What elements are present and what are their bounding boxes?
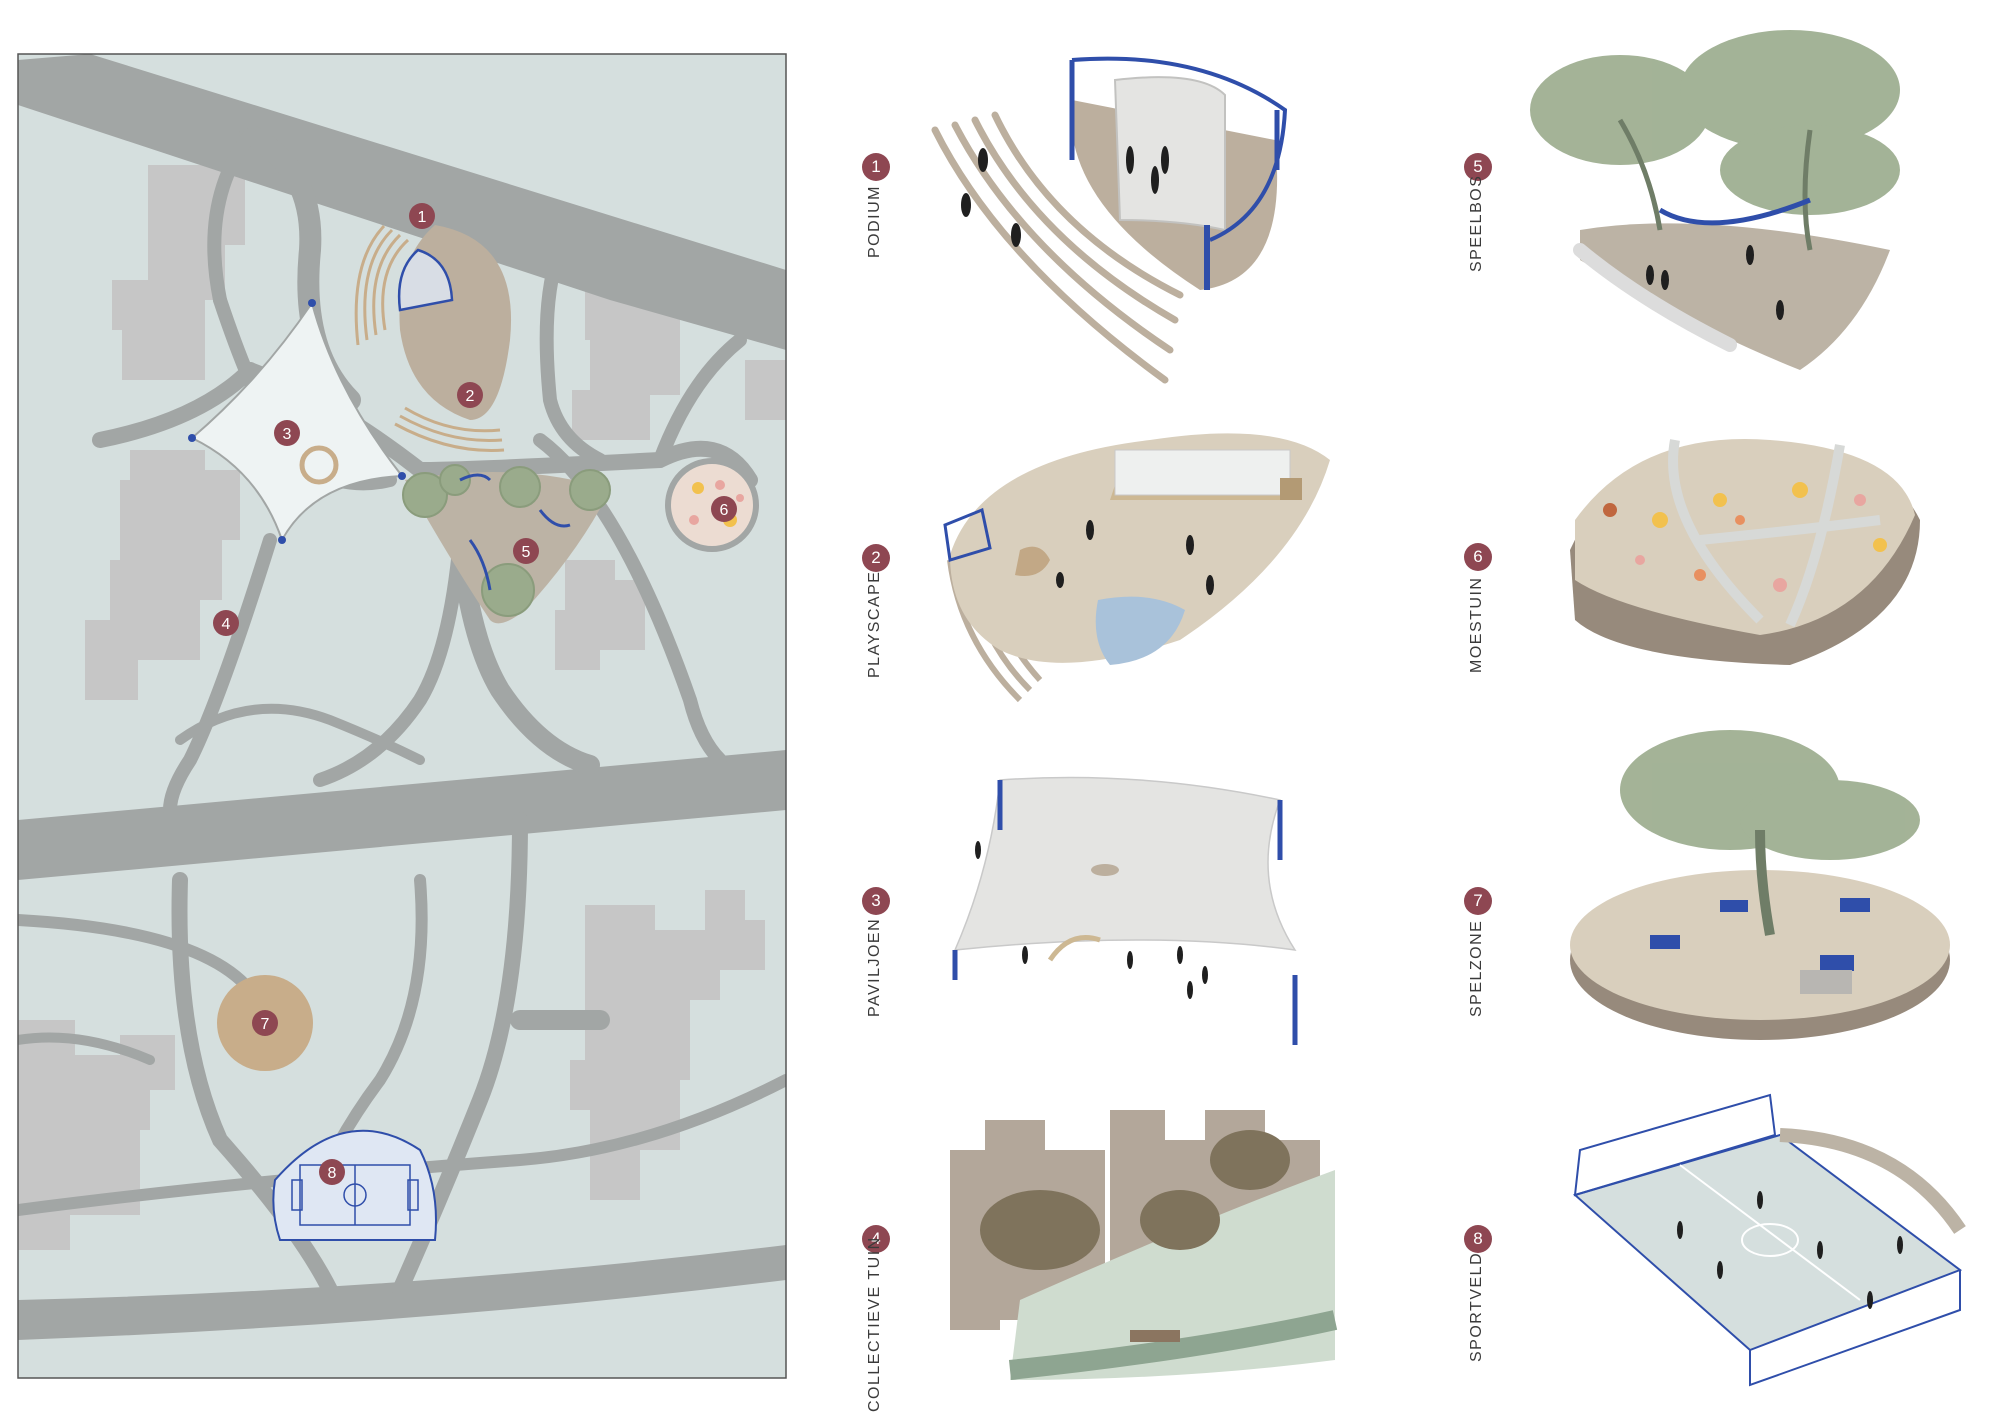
zone-6-badge: 6 — [1464, 543, 1492, 571]
zone-7-label: SPELZONE — [1468, 919, 1485, 1017]
play-zone-illustration — [1570, 730, 1950, 1040]
zone-7-badge: 7 — [1464, 887, 1492, 915]
pavilion-canopy — [190, 300, 404, 543]
zone-3-label: PAVILJOEN — [866, 917, 883, 1017]
playscape-seating-arcs — [394, 406, 505, 452]
zone-6-label: MOESTUIN — [1468, 576, 1485, 673]
zone-4-badge: 4 — [862, 1225, 890, 1253]
zone-3-badge: 3 — [862, 887, 890, 915]
pavilion-illustration — [952, 776, 1298, 1045]
footpaths — [18, 124, 786, 1298]
map-marker-4-text: 4 — [222, 616, 231, 633]
pavilion-ring-bench — [299, 445, 339, 485]
zone-1-badge: 1 — [862, 153, 890, 181]
map-marker-8-text: 8 — [328, 1165, 337, 1182]
map-frame — [17, 53, 787, 1379]
map-marker-6-text: 6 — [720, 502, 729, 519]
sports-field — [272, 1129, 437, 1241]
podium-seating-arcs — [354, 224, 410, 346]
map-marker-7-text: 7 — [261, 1016, 270, 1033]
map-marker-3-text: 3 — [283, 426, 292, 443]
sports-field-illustration — [1572, 1093, 1966, 1387]
zone-5-label: SPEELBOS — [1468, 174, 1485, 272]
podium-illustration — [931, 56, 1288, 384]
zone-5-badge: 5 — [1464, 153, 1492, 181]
play-forest-hammocks — [459, 473, 571, 591]
zone-2-label: PLAYSCAPE — [866, 570, 883, 678]
play-forest-illustration — [1530, 30, 1900, 370]
map-marker-4: 4 — [213, 610, 239, 636]
podium-stage — [397, 248, 454, 312]
play-forest-area — [405, 472, 610, 624]
zone-8-badge: 8 — [1464, 1225, 1492, 1253]
zone-8-label: SPORTVELD — [1468, 1251, 1485, 1362]
map-marker-5-text: 5 — [522, 544, 531, 561]
garden-illustration — [950, 1110, 1338, 1380]
map-marker-3: 3 — [274, 420, 300, 446]
map-marker-7: 7 — [252, 1010, 278, 1036]
map-marker-8: 8 — [319, 1159, 345, 1185]
play-forest-trees — [402, 464, 611, 617]
map-markers: 1 2 3 4 5 6 7 8 — [213, 203, 737, 1185]
map-marker-1: 1 — [409, 203, 435, 229]
vegetable-garden-illustration — [1570, 439, 1920, 665]
vegetable-garden-flowers — [689, 480, 744, 527]
zone-2-badge: 2 — [862, 544, 890, 572]
map-marker-2: 2 — [457, 382, 483, 408]
map-marker-2-text: 2 — [466, 388, 475, 405]
pavilion-posts — [188, 299, 406, 544]
zone-1-label: PODIUM — [866, 185, 883, 258]
playscape-illustration — [943, 433, 1330, 703]
zone-4-label: COLLECTIEVE TUIN — [866, 1236, 883, 1412]
map-marker-6: 6 — [711, 496, 737, 522]
map-marker-5: 5 — [513, 538, 539, 564]
map-marker-1-text: 1 — [418, 209, 427, 226]
